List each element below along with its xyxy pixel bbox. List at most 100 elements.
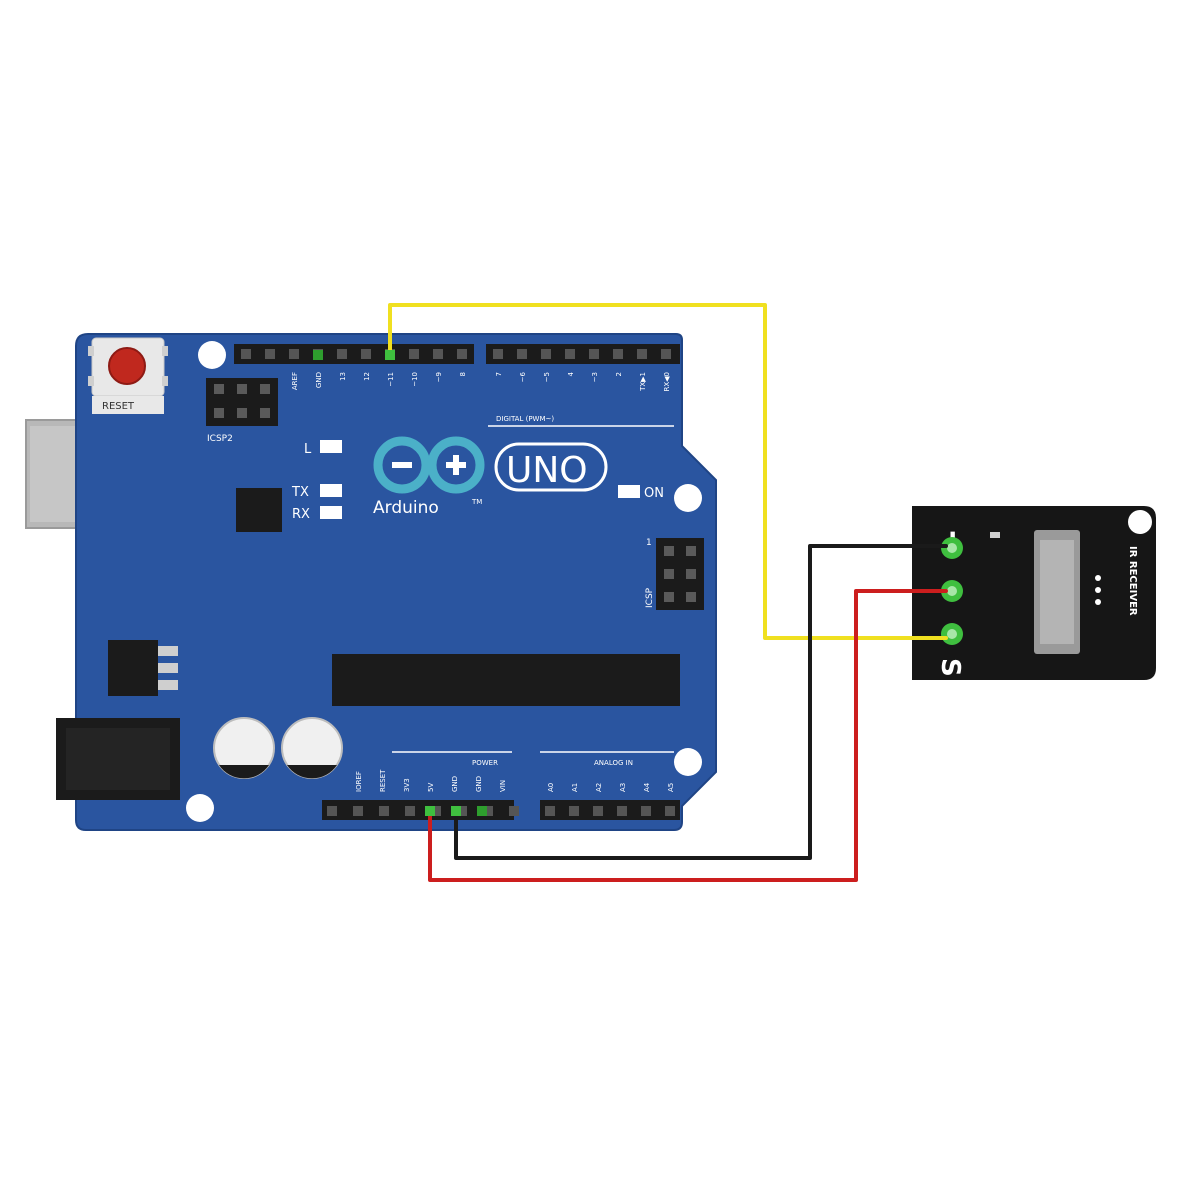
arduino-logo <box>373 436 485 494</box>
header-pin <box>541 349 551 359</box>
digital-header <box>234 344 680 364</box>
header-pin <box>361 349 371 359</box>
pin-label: 4 <box>567 371 575 376</box>
microcontroller-chip <box>332 654 680 706</box>
pin-label: TX▶1 <box>639 372 647 392</box>
header-pin <box>337 349 347 359</box>
pin-label: ~3 <box>591 372 599 382</box>
header-pin <box>665 806 675 816</box>
pin-d11-highlight <box>385 350 395 360</box>
header-pin <box>457 806 467 816</box>
power-label: POWER <box>472 759 498 767</box>
pin-label: ~10 <box>411 372 419 387</box>
header-pin <box>641 806 651 816</box>
header-pin <box>661 349 671 359</box>
led-rx <box>320 506 342 519</box>
header-pin <box>241 349 251 359</box>
analog-label: ANALOG IN <box>594 759 633 767</box>
mount-hole <box>186 794 214 822</box>
header-pin <box>493 349 503 359</box>
pin-label: 13 <box>339 372 347 381</box>
pin-label: VIN <box>499 780 507 792</box>
pin-gnd-top-highlight <box>313 350 323 360</box>
led-on <box>618 485 640 498</box>
pin-label: 5V <box>427 783 435 792</box>
uno-label: UNO <box>506 450 588 491</box>
mount-hole <box>198 341 226 369</box>
capacitor <box>281 717 343 779</box>
mount-hole <box>674 484 702 512</box>
pin-label: 2 <box>615 372 623 376</box>
pin-label: GND <box>475 776 483 792</box>
header-pin <box>405 806 415 816</box>
header-pin <box>431 806 441 816</box>
header-pin <box>289 349 299 359</box>
header-pin <box>327 806 337 816</box>
module-pin-minus: - <box>936 530 971 542</box>
pin-label: RESET <box>379 769 387 792</box>
usb-chip <box>236 488 282 532</box>
pin-label: A3 <box>619 783 627 792</box>
header-pin <box>613 349 623 359</box>
pin-label: GND <box>315 372 323 388</box>
pin-label: ~11 <box>387 372 395 387</box>
led-l-label: L <box>304 442 312 457</box>
analog-header <box>540 800 680 820</box>
trademark: TM <box>471 498 482 506</box>
header-pin <box>265 349 275 359</box>
header-pin <box>517 349 527 359</box>
header-pin <box>593 806 603 816</box>
capacitor <box>213 717 275 779</box>
digital-label: DIGITAL (PWM~) <box>496 415 554 423</box>
header-pin <box>409 349 419 359</box>
reset-button[interactable] <box>88 337 168 397</box>
icsp-header <box>656 538 704 610</box>
pin-5v-highlight <box>425 806 435 816</box>
uno-badge: UNO <box>494 442 608 492</box>
pin-label: 7 <box>495 372 503 376</box>
header-pin <box>483 806 493 816</box>
header-pin <box>509 806 519 816</box>
pin-label: A2 <box>595 783 603 792</box>
pin-label: ~5 <box>543 372 551 382</box>
pin-label: GND <box>451 776 459 792</box>
header-pin <box>617 806 627 816</box>
icsp2-header <box>206 378 278 426</box>
pin-label: A4 <box>643 782 651 792</box>
dc-power-jack <box>56 718 180 800</box>
icsp2-label: ICSP2 <box>207 434 233 444</box>
pin-label: 3V3 <box>403 778 411 792</box>
header-pin <box>353 806 363 816</box>
reset-label: RESET <box>102 401 135 412</box>
icsp-label: ICSP <box>645 587 655 608</box>
voltage-regulator <box>108 640 178 696</box>
led-tx <box>320 484 342 497</box>
pin-gnd-highlight <box>451 806 461 816</box>
pin-label: IOREF <box>355 771 363 792</box>
pin-label: RX◀0 <box>663 372 671 392</box>
header-pin <box>433 349 443 359</box>
module-pin-signal: S <box>935 658 965 677</box>
ir-receiver-module: IR RECEIVER - S <box>912 506 1156 680</box>
led-rx-label: RX <box>292 507 310 522</box>
pin-label: A5 <box>667 783 675 792</box>
header-pin <box>589 349 599 359</box>
gnd-wire <box>454 544 948 860</box>
pin-label: ~9 <box>435 372 443 382</box>
header-pin <box>565 349 575 359</box>
pin-label: A0 <box>547 783 555 792</box>
header-pin <box>569 806 579 816</box>
led-on-label: ON <box>644 486 664 501</box>
vcc-wire <box>428 589 948 882</box>
module-mount-hole <box>1128 510 1152 534</box>
header-pin <box>545 806 555 816</box>
signal-wire <box>388 303 948 640</box>
pin-label: AREF <box>291 372 299 390</box>
icsp-pin1: 1 <box>646 538 652 548</box>
pin-label: 12 <box>363 372 371 381</box>
pin-label: A1 <box>571 783 579 792</box>
led-tx-label: TX <box>291 485 309 500</box>
header-pin <box>379 806 389 816</box>
